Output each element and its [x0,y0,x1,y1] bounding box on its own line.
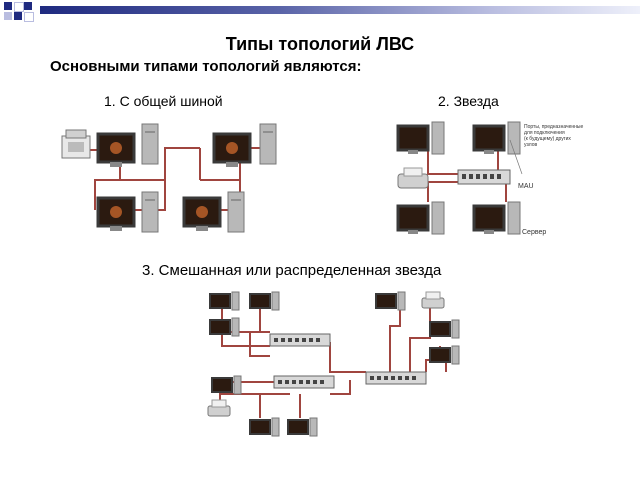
ports-note-line: (к будущему) других [524,136,571,142]
decor-square [24,12,34,22]
monitor-icon [209,317,240,337]
star-cable [427,150,508,202]
monitor-icon [209,291,240,311]
mixed-star-topology-diagram [207,291,460,437]
mau-hub-icon [457,169,511,185]
mau-label: MAU [518,183,534,190]
mixed-topology-label: 3. Смешанная или распределенная звезда [142,262,442,279]
monitor-icon [472,124,506,154]
hub-icon [365,371,427,385]
printer-icon [421,291,445,309]
decor-gradient-bar [40,6,640,14]
hub-icon [269,333,331,347]
monitor-icon [212,132,252,167]
computer-case-icon [431,121,445,155]
monitor-icon [429,319,460,339]
ports-note-line: узлов [524,142,537,148]
decor-square [4,2,12,10]
monitor-icon [96,132,136,167]
computer-case-icon [431,201,445,235]
ports-pointer-line [509,139,523,175]
monitor-icon [375,291,406,311]
slide-title: Типы топологий ЛВС [225,34,415,54]
monitor-icon [429,345,460,365]
fax-icon [61,129,91,159]
star-topology-diagram: Порты, предназначенные для подключения (… [396,121,583,236]
printer-icon [207,399,231,417]
printer-icon [397,167,429,189]
monitor-icon [211,375,242,395]
ports-note-line: для подключения [524,130,565,136]
ports-note-line: Порты, предназначенные [524,124,583,130]
computer-case-icon [259,123,277,165]
computer-case-icon [227,191,245,233]
monitor-icon [182,196,222,231]
decor-square [24,2,32,10]
decor-square [14,2,24,12]
monitor-icon [96,196,136,231]
monitor-icon [287,417,318,437]
mixed-cable [219,306,447,418]
title-decor-band [0,0,640,22]
computer-case-icon [141,123,159,165]
computer-case-icon [141,191,159,233]
monitor-icon [396,124,430,154]
bus-topology-label: 1. С общей шиной [104,93,223,109]
hub-icon [273,375,335,389]
monitor-icon [249,417,280,437]
monitor-icon [396,204,430,234]
bus-topology-diagram [61,123,277,233]
monitor-icon [249,291,280,311]
decor-square [4,12,12,20]
computer-case-icon [507,201,521,235]
computer-case-icon [507,121,521,155]
star-topology-label: 2. Звезда [438,93,499,109]
slide-subtitle: Основными типами топологий являются: [50,58,362,75]
server-label: Сервер [522,229,546,236]
decor-square [14,12,22,20]
monitor-icon [472,204,506,234]
